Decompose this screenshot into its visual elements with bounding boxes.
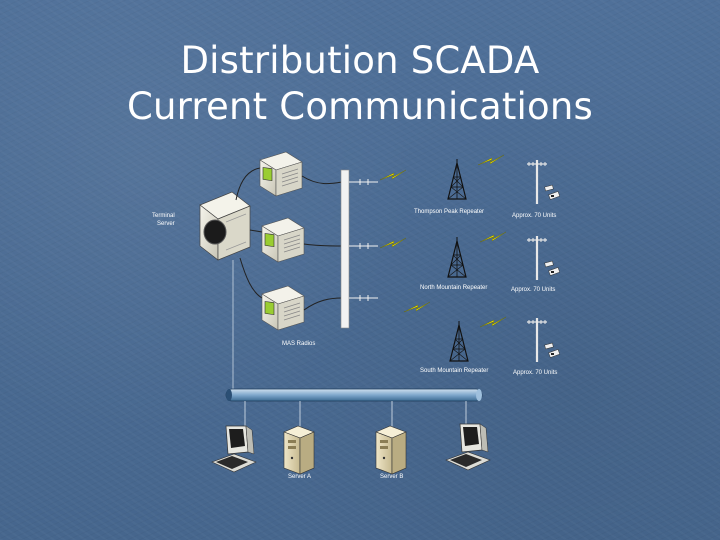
pole-icon-1 [525, 158, 561, 206]
workstation-icon-2 [445, 423, 491, 471]
lightning-icon-2a [379, 237, 407, 249]
title-line-1: Distribution SCADA [180, 39, 540, 82]
terminal-server-label: Terminal [152, 213, 175, 219]
units-label-2: Approx. 70 Units [511, 287, 555, 293]
repeater-label-3: South Mountain Repeater [420, 368, 488, 374]
server-b-icon [375, 425, 407, 475]
cable-radio-1 [301, 175, 343, 185]
terminal-server-icon [199, 191, 251, 261]
tower-icon-2 [447, 236, 467, 278]
title-line-2: Current Communications [126, 85, 594, 128]
repeater-label-1: Thompson Peak Repeater [414, 209, 484, 215]
lightning-icon-3a [403, 301, 431, 313]
lightning-icon-2b [479, 231, 507, 243]
mas-radio-icon-3 [261, 285, 305, 331]
pole-icon-2 [525, 234, 561, 282]
terminal-server-label-2: Server [157, 221, 175, 227]
mas-radio-icon-1 [259, 151, 303, 197]
workstation-icon-1 [211, 425, 257, 473]
cable-radio-2 [303, 243, 343, 247]
server-a-icon [283, 425, 315, 475]
lightning-icon-1b [477, 154, 505, 166]
link-radio-1 [235, 167, 261, 201]
repeater-label-2: North Mountain Repeater [420, 285, 487, 291]
server-a-label: Server A [288, 474, 311, 480]
mas-radio-icon-2 [261, 217, 305, 263]
lightning-icon-1a [379, 169, 407, 181]
server-b-label: Server B [380, 474, 403, 480]
antenna-mast-icon [340, 169, 378, 329]
tower-icon-1 [447, 158, 467, 200]
cable-radio-3 [303, 297, 343, 311]
lightning-icon-3b [479, 316, 507, 328]
link-radio-3 [239, 257, 263, 299]
link-radio-2 [249, 229, 263, 233]
mas-radios-label: MAS Radios [282, 341, 315, 347]
slide-title: Distribution SCADA Current Communication… [0, 38, 720, 130]
units-label-1: Approx. 70 Units [512, 213, 556, 219]
tower-icon-3 [449, 320, 469, 362]
pole-icon-3 [525, 316, 561, 364]
network-bus [225, 388, 483, 402]
units-label-3: Approx. 70 Units [513, 370, 557, 376]
